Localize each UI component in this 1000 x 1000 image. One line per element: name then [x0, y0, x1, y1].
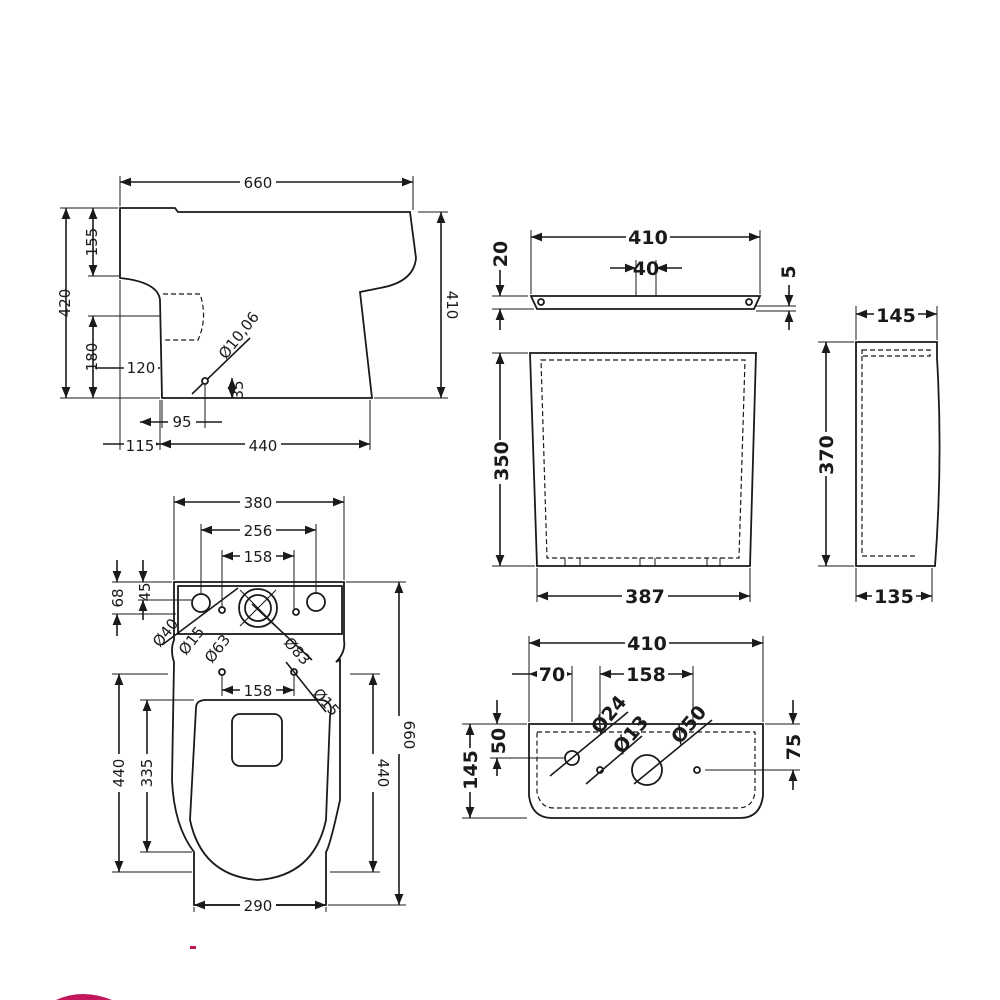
dim-plan-seat-length: 335	[138, 759, 156, 788]
dim-plan-hole-center: 158	[244, 548, 273, 566]
dim-cplan-depth-50: 50	[488, 728, 510, 754]
dim-cistern-height: 350	[491, 441, 513, 481]
dim-cplan-span: 158	[626, 664, 666, 686]
dim-cistern-side-height: 370	[816, 435, 838, 475]
dim-side-outlet-height: 180	[83, 343, 101, 372]
dim-side-rim: 155	[83, 228, 101, 257]
dim-side-outlet-depth: 95	[172, 413, 191, 431]
dim-side-width: 660	[244, 174, 273, 192]
dim-plan-depth-45: 45	[136, 582, 154, 601]
dim-plan-lower-span: 158	[244, 682, 273, 700]
dim-lid-slot: 40	[633, 258, 659, 280]
plan-view: 380 256 158 68 45 Ø40 Ø15 Ø63 Ø83	[109, 493, 418, 915]
dim-cistern-side-bottom: 135	[874, 586, 914, 608]
dim-cistern-bottom-width: 387	[625, 586, 665, 608]
dim-cplan-offset: 70	[539, 664, 565, 686]
dim-side-outlet-small: 35	[229, 380, 247, 399]
dim-cistern-side-top: 145	[876, 305, 916, 327]
dim-side-height: 420	[56, 289, 74, 318]
cistern-side-view: 145 370 135	[815, 304, 941, 608]
cistern-lid	[529, 295, 762, 310]
dim-plan-length-right: 440	[374, 759, 392, 788]
cistern-lid-view: 410 40 20 5	[490, 226, 800, 330]
dim-plan-width: 380	[244, 494, 273, 512]
dim-plan-base-width: 290	[244, 897, 273, 915]
cistern-side	[855, 341, 941, 567]
cistern-front-view: 350 387	[490, 352, 757, 608]
plan-view-seat-hinge	[231, 713, 283, 767]
dim-lid-thickness: 20	[490, 241, 512, 267]
dim-side-right-height: 410	[443, 291, 461, 320]
dim-cplan-depth-145: 145	[460, 750, 482, 790]
side-view-bowl	[119, 207, 417, 399]
dim-side-base-offset: 115	[126, 437, 155, 455]
dim-plan-length-total: 660	[400, 721, 418, 750]
dim-plan-hole-span: 256	[244, 522, 273, 540]
plan-view-seat	[189, 699, 332, 881]
dim-cplan-width: 410	[627, 633, 667, 655]
side-view-trapway	[163, 293, 205, 341]
dim-lid-width: 410	[628, 227, 668, 249]
dim-plan-depth-68: 68	[109, 588, 127, 607]
dim-side-outlet-offset: 120	[127, 359, 156, 377]
brand-logo-fragment	[56, 946, 196, 1000]
dim-lid-edge: 5	[778, 265, 800, 278]
dim-plan-length-left: 440	[110, 759, 128, 788]
side-view: 660 420 155 410 180 120 Ø10,06 35	[56, 172, 461, 455]
cistern-front	[529, 352, 757, 567]
cistern-plan-view: 410 70 158 Ø24 Ø13 Ø50 50 145	[460, 632, 805, 819]
dim-cplan-depth-75: 75	[783, 734, 805, 760]
dim-side-base-length: 440	[249, 437, 278, 455]
